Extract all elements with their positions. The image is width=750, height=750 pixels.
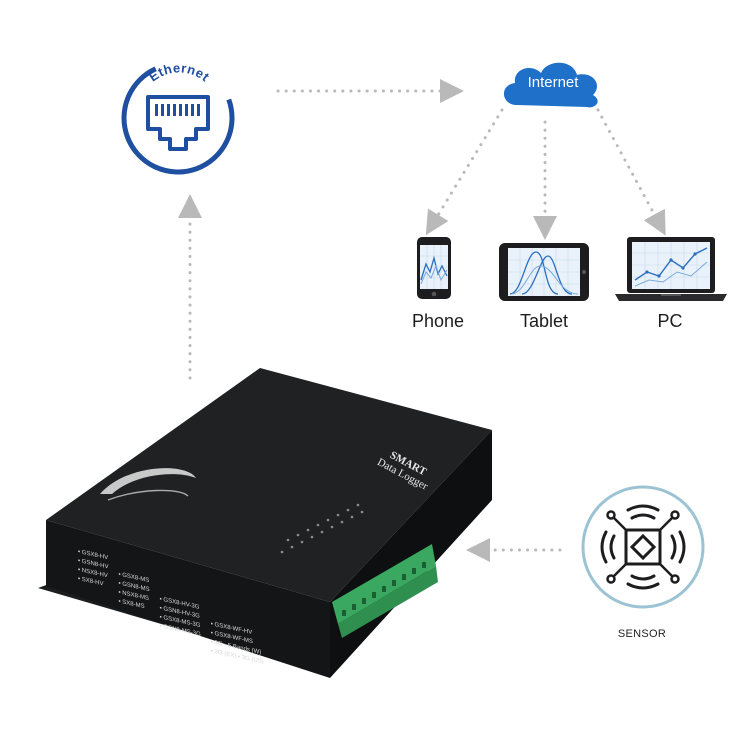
- internet-cloud-icon: [495, 55, 610, 115]
- ethernet-icon: Ethernet: [115, 55, 241, 181]
- internet-label: Internet: [527, 74, 579, 91]
- sensor-label: SENSOR: [617, 628, 667, 640]
- variant-column-2: ▪ GSX8-MS ▪ GSN8-MS ▪ NSX8-MS ▪ SX8-MS: [118, 571, 150, 611]
- variant-column-3: ▪ GSX8-HV-3G ▪ GSN8-HV-3G ▪ GSX8-MS-3G ▪…: [159, 596, 201, 639]
- pc-label: PC: [657, 311, 683, 331]
- variant-column-1: ▪ GSX8-HV ▪ GSN8-HV ▪ NSX8-HV ▪ SX8-HV: [78, 549, 109, 588]
- arrow-internet-to-phone: [425, 108, 504, 236]
- arrow-internet-to-pc: [596, 108, 666, 236]
- sensor-icon: [578, 482, 708, 612]
- phone-icon: [416, 236, 452, 300]
- data-logger-device: [30, 220, 500, 690]
- tablet-icon: [498, 242, 590, 302]
- pc-laptop-icon: [613, 236, 729, 302]
- svg-text:Ethernet: Ethernet: [146, 60, 213, 84]
- ethernet-label: Ethernet: [146, 60, 212, 84]
- tablet-label: Tablet: [519, 311, 569, 331]
- phone-label: Phone: [411, 311, 465, 331]
